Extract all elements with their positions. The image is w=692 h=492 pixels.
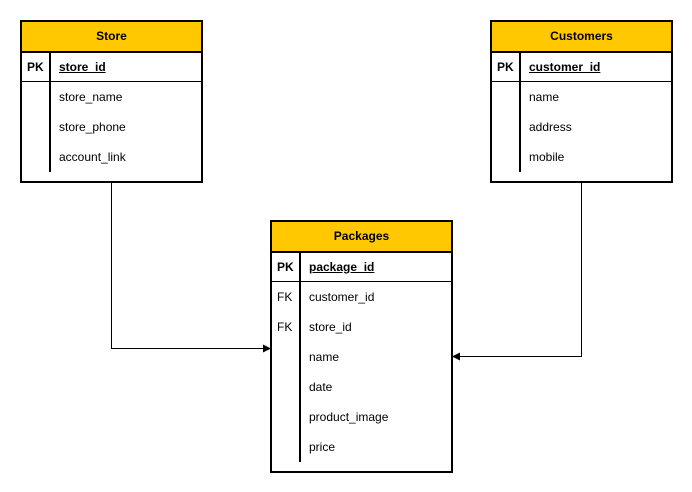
customers-field-row: mobile (492, 142, 671, 172)
packages-field-key: FK (272, 282, 301, 312)
store-field-key (22, 112, 51, 142)
connector-customers-to-packages (452, 182, 582, 361)
packages-field-row: price (272, 432, 451, 462)
packages-field-name: date (309, 380, 333, 394)
packages-field-name: name (309, 350, 340, 364)
store-pk-key: PK (22, 53, 51, 81)
customers-field-key (492, 142, 521, 172)
customers-field-name: mobile (529, 150, 565, 164)
packages-entity[interactable]: Packages PK package_id FK customer_id FK… (270, 220, 453, 473)
packages-field-key (272, 342, 301, 372)
store-entity[interactable]: Store PK store_id store_name store_phone… (20, 20, 203, 183)
store-field-key (22, 82, 51, 112)
packages-pk-field: package_id (309, 260, 375, 274)
customers-field-name: address (529, 120, 572, 134)
customers-field-row: name (492, 82, 671, 112)
packages-field-key (272, 432, 301, 462)
store-field-name: account_link (59, 150, 126, 164)
customers-entity[interactable]: Customers PK customer_id name address mo… (490, 20, 673, 183)
packages-field-key (272, 372, 301, 402)
packages-field-name: customer_id (309, 290, 375, 304)
store-pk-row: PK store_id (22, 53, 201, 82)
packages-field-name: product_image (309, 410, 389, 424)
packages-entity-title: Packages (272, 222, 451, 253)
store-pk-field: store_id (59, 60, 106, 74)
customers-field-name: name (529, 90, 560, 104)
packages-pk-row: PK package_id (272, 253, 451, 282)
packages-field-name: store_id (309, 320, 352, 334)
customers-field-key (492, 112, 521, 142)
customers-pk-key: PK (492, 53, 521, 81)
packages-field-row: product_image (272, 402, 451, 432)
customers-entity-title: Customers (492, 22, 671, 53)
customers-pk-row: PK customer_id (492, 53, 671, 82)
packages-pk-key: PK (272, 253, 301, 281)
store-field-row: account_link (22, 142, 201, 172)
packages-field-row: FK customer_id (272, 282, 451, 312)
store-field-row: store_name (22, 82, 201, 112)
packages-field-row: date (272, 372, 451, 402)
store-field-row: store_phone (22, 112, 201, 142)
customers-field-key (492, 82, 521, 112)
packages-field-key (272, 402, 301, 432)
packages-field-row: name (272, 342, 451, 372)
store-field-name: store_phone (59, 120, 126, 134)
connector-store-to-packages (111, 182, 271, 353)
packages-field-key: FK (272, 312, 301, 342)
customers-field-row: address (492, 112, 671, 142)
packages-field-row: FK store_id (272, 312, 451, 342)
store-entity-title: Store (22, 22, 201, 53)
store-field-key (22, 142, 51, 172)
customers-pk-field: customer_id (529, 60, 601, 74)
packages-field-name: price (309, 440, 336, 454)
store-field-name: store_name (59, 90, 123, 104)
